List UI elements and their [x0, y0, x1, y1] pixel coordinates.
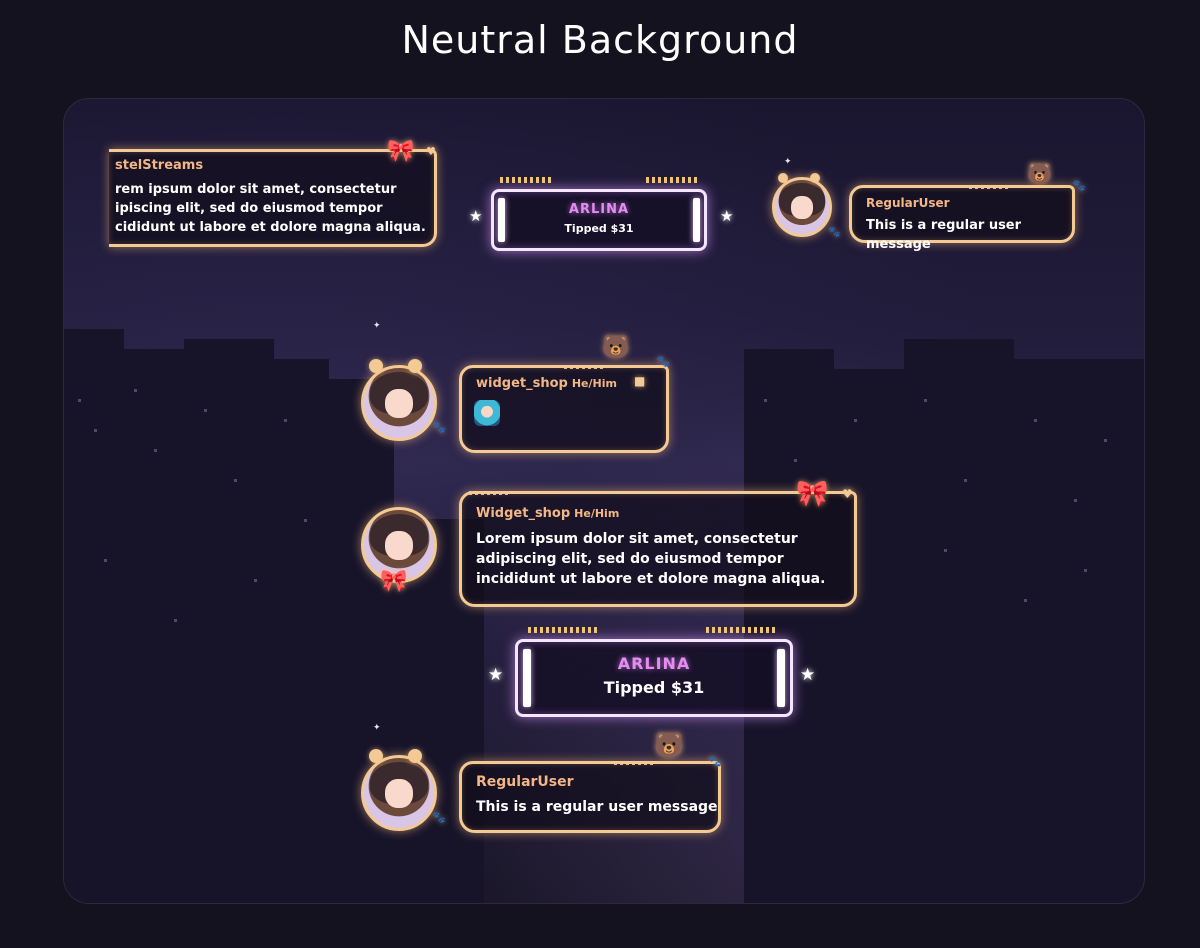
chat-message-line-3: incididunt ut labore et dolore magna ali… [476, 571, 826, 587]
city-background [64, 329, 1144, 903]
star-icon: ★ [720, 207, 734, 225]
camera-icon: ■ [634, 374, 646, 388]
chat-message-text: This is a regular user message [476, 799, 718, 815]
chat-username: stelStreams [115, 158, 204, 173]
tip-alert-large: ARLINA Tipped $31 [515, 639, 793, 717]
tip-alert-small: ARLINA Tipped $31 [491, 189, 707, 251]
avatar [361, 755, 437, 831]
star-icon: ★ [469, 207, 483, 225]
heart-icon: ♥ [426, 145, 436, 158]
tip-amount: Tipped $31 [564, 222, 634, 235]
chat-message-line-2: ipiscing elit, sed do eiusmod tempor [115, 201, 383, 216]
tip-name: ARLINA [617, 654, 691, 673]
avatar [772, 177, 832, 237]
paw-icon: 🐾 [708, 755, 722, 768]
paw-icon: 🐾 [1072, 179, 1086, 192]
chat-message-line-1: Lorem ipsum dolor sit amet, consectetur [476, 531, 798, 547]
pronoun-badge: He/Him [574, 507, 620, 520]
page-title: Neutral Background [401, 18, 799, 62]
bear-icon: 🐻 [1027, 161, 1052, 185]
tip-amount: Tipped $31 [603, 678, 705, 697]
bow-icon: 🎀 [387, 139, 415, 164]
bear-icon: 🐻 [654, 731, 684, 759]
heart-icon: ♥ [842, 487, 853, 501]
paw-icon: 🐾 [432, 811, 446, 824]
star-icon: ★ [800, 665, 816, 685]
chat-message-regular-large: RegularUser This is a regular user messa… [459, 761, 721, 833]
chat-message-line-3: cididunt ut labore et dolore magna aliqu… [115, 220, 426, 235]
chat-message-partial: stelStreams rem ipsum dolor sit amet, co… [109, 149, 437, 247]
pronoun-badge: He/Him [571, 377, 617, 390]
tip-name: ARLINA [568, 202, 630, 217]
bear-icon: 🐻 [602, 335, 630, 360]
paw-icon: 🐾 [656, 355, 670, 368]
avatar [361, 365, 437, 441]
emote-image [474, 400, 500, 426]
chat-message-line-1: rem ipsum dolor sit amet, consectetur [115, 182, 397, 197]
preview-stage: stelStreams rem ipsum dolor sit amet, co… [63, 98, 1145, 904]
paw-icon: 🐾 [828, 227, 841, 238]
bow-icon: 🎀 [380, 569, 408, 594]
chat-message-regular-small: RegularUser This is a regular user messa… [849, 185, 1075, 252]
chat-username: RegularUser [476, 774, 574, 790]
star-icon: ★ [488, 665, 504, 685]
chat-message-line-2: adipiscing elit, sed do eiusmod tempor [476, 551, 784, 567]
chat-username: RegularUser [866, 196, 950, 210]
chat-message-text: This is a regular user message [866, 218, 1022, 252]
paw-icon: 🐾 [432, 421, 446, 434]
avatar [361, 507, 437, 583]
bow-icon: 🎀 [796, 479, 829, 509]
